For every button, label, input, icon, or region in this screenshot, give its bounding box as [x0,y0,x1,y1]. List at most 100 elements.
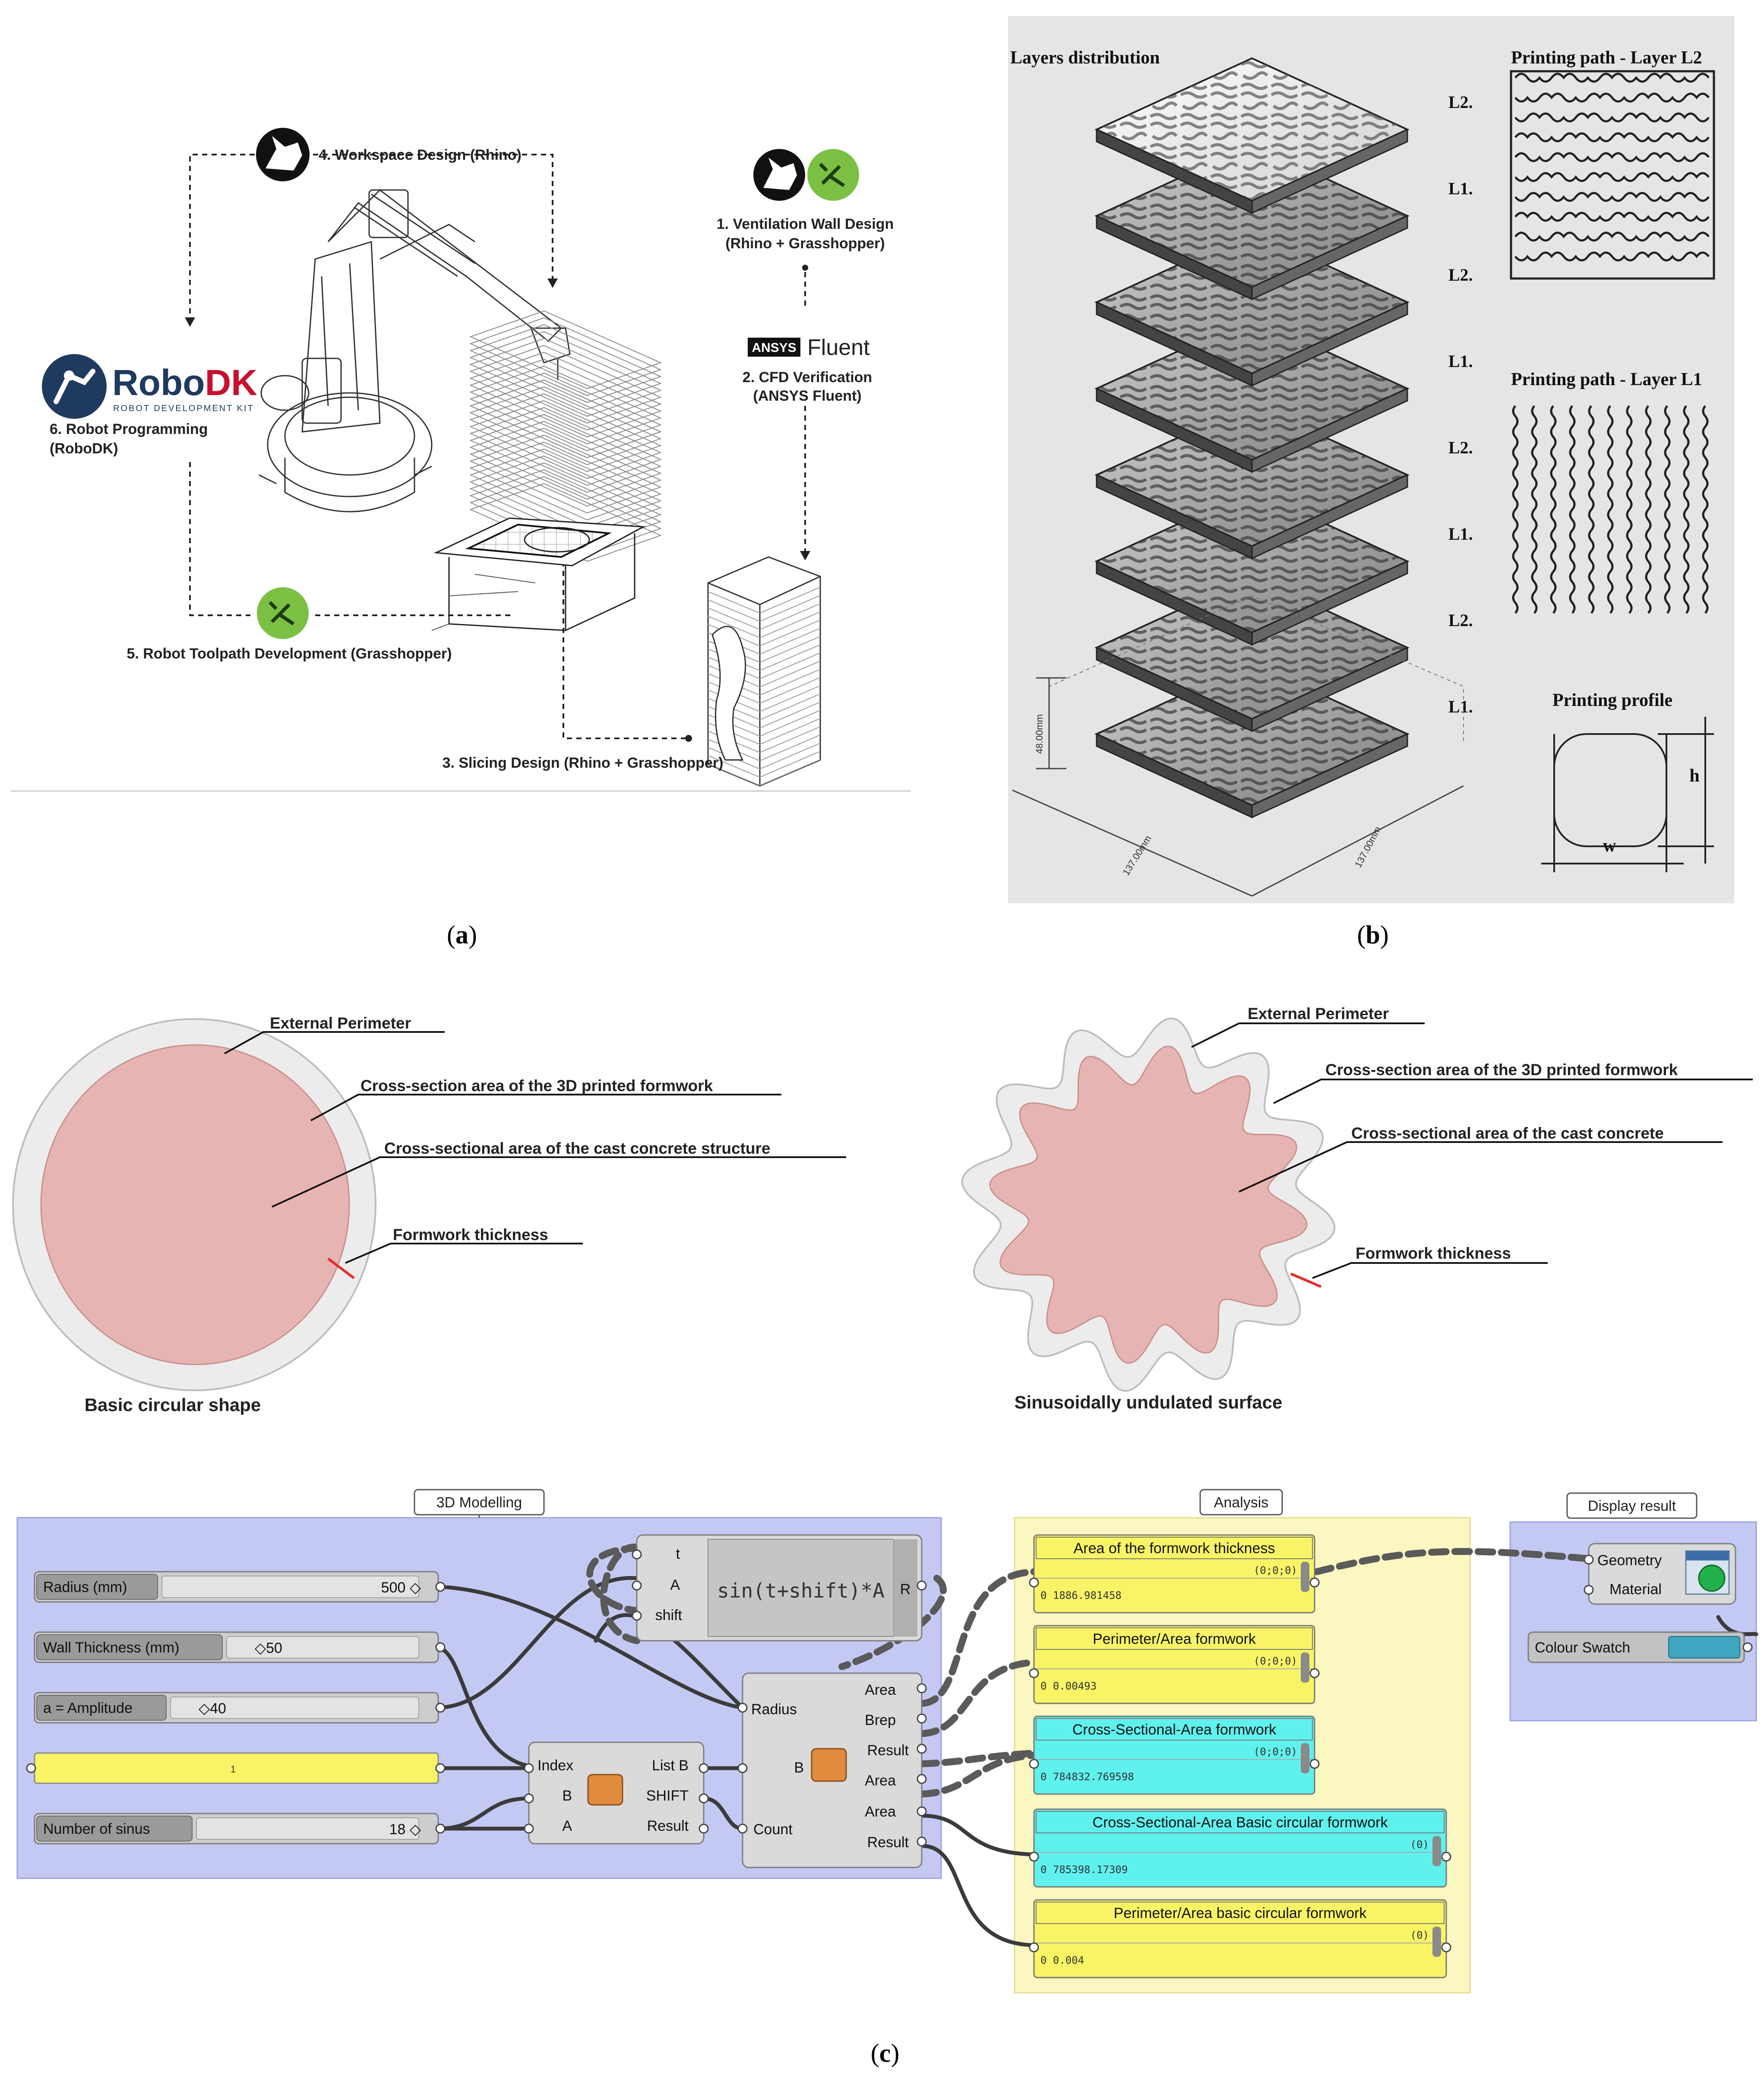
analysis-panel-scrollbar[interactable] [1432,1836,1441,1866]
profile-w: w [1603,836,1616,856]
port[interactable] [917,1806,927,1817]
analysis-panels: Area of the formwork thickness(0;0;0)0 1… [1029,1534,1451,1978]
slice-outline [469,358,662,438]
dim-height: 48.00mm [1034,714,1045,754]
port[interactable] [917,1683,927,1693]
analysis-panel-title: Cross-Sectional-Area Basic circular form… [1093,1814,1388,1831]
component-ports [524,1549,927,1847]
port[interactable] [524,1793,534,1804]
analysis-panel-path: (0;0;0) [1254,1655,1297,1667]
port[interactable] [917,1836,927,1847]
wall-thickness-slider[interactable]: Wall Thickness (mm)◇50 [34,1631,446,1663]
layer-side-right [1251,215,1408,301]
slicing-stack [469,310,662,562]
printing-path-l2 [1510,70,1715,280]
port[interactable] [524,1763,534,1773]
port[interactable] [699,1823,709,1834]
expression-component[interactable]: t A shift sin(t+shift)*A R [636,1534,923,1642]
port[interactable] [737,1703,748,1713]
cluster-output-area-3: Area [865,1804,896,1820]
port[interactable] [917,1774,927,1784]
path-l1-title: Printing path - Layer L1 [1511,370,1702,389]
analysis-panel-value: 0 0.004 [1040,1954,1084,1966]
analysis-panel-path: (0) [1410,1839,1429,1851]
analysis-panel-scrollbar[interactable] [1301,1743,1309,1773]
layer-stack: L1.L2.L1.L2.L1.L2.L1.L2. [1049,57,1473,819]
wall-slice-line [759,644,821,671]
analysis-panel[interactable]: Perimeter/Area formwork(0;0;0)0 0.00493 [1029,1625,1320,1704]
panel-c-grasshopper: 3D Modelling Analysis Display result [16,1489,1758,2067]
panel-a: 4. Workspace Design (Rhino) 1. Ventilati… [11,128,911,949]
layers-title: Layers distribution [1010,48,1160,68]
robodk-tagline: ROBOT DEVELOPMENT KIT [113,404,254,413]
analysis-panel-scrollbar[interactable] [1432,1927,1441,1957]
preview-input-material: Material [1609,1581,1662,1598]
slice-outline [469,414,662,493]
caption-a: (a) [447,921,477,949]
path-l2-border [1510,70,1715,280]
port[interactable] [699,1763,709,1773]
port[interactable] [917,1713,927,1724]
wall-slice-line [759,710,821,737]
custom-preview-component[interactable]: Geometry Material [1584,1543,1736,1605]
analysis-panel-scrollbar[interactable] [1301,1562,1309,1592]
layer-label: L2. [1448,265,1473,285]
colour-swatch-component[interactable]: Colour Swatch [1527,1631,1753,1663]
sinusoid-thickness-label: Formwork thickness [1356,1244,1511,1262]
layer-label: L1. [1448,179,1473,198]
slice-outline [469,351,662,431]
amplitude-slider[interactable]: a = Amplitude◇40 [34,1692,446,1724]
layer-label: L2. [1448,438,1473,457]
layer-side-right [1251,301,1408,387]
slice-outline [469,379,662,459]
fluent-logo-text: Fluent [807,335,870,360]
port[interactable] [917,1744,927,1754]
radius-slider[interactable]: Radius (mm)500 ◇ [34,1571,446,1603]
input-panel[interactable] [34,1752,439,1784]
workflow-connectors [189,154,806,739]
port[interactable] [737,1763,748,1773]
cluster-component[interactable]: Radius B Count Area Brep Result Area Are… [742,1672,923,1868]
ansys-logo [748,338,800,357]
analysis-panel-value: 0 0.00493 [1040,1680,1097,1692]
port[interactable] [699,1793,709,1804]
port[interactable] [737,1823,748,1834]
slicing-label: 3. Slicing Design (Rhino + Grasshopper) [443,755,724,771]
slice-outline [469,400,662,479]
path-l1-segment [1512,405,1519,614]
port[interactable] [917,1580,927,1591]
analysis-panel[interactable]: Cross-Sectional-Area Basic circular form… [1029,1808,1451,1888]
group-title-model: 3D Modelling [436,1494,522,1511]
wall-slice-line [759,620,821,646]
port[interactable] [524,1823,534,1834]
analysis-panel-scrollbar[interactable] [1301,1652,1309,1683]
item-input-a: A [562,1818,572,1834]
wall-slice-line [759,595,821,622]
slice-outline [469,386,662,465]
list-item-component[interactable]: Index B A List B SHIFT Result [528,1741,705,1845]
path-l1-segment [1607,405,1614,614]
wall-slice-line [759,702,821,728]
wall-slice-line [759,603,821,630]
wall-slice-line [759,652,821,679]
port[interactable] [632,1549,642,1560]
slice-outline [469,324,662,403]
analysis-panel-value: 0 784832.769598 [1040,1771,1134,1783]
analysis-panel[interactable]: Perimeter/Area basic circular formwork(0… [1029,1899,1451,1978]
path-l2-segment [1514,92,1710,103]
slice-outline [469,448,662,528]
path-l2-segment [1514,212,1710,222]
circle-title: Basic circular shape [85,1395,261,1415]
rhino-icon [256,128,310,181]
layer-side-right [1251,733,1408,819]
analysis-panel[interactable]: Area of the formwork thickness(0;0;0)0 1… [1029,1534,1320,1614]
sinusoid-concrete-label: Cross-sectional area of the cast concret… [1351,1124,1664,1142]
ventilation-label-1: 1. Ventilation Wall Design [717,216,894,232]
slice-outline [469,345,662,424]
analysis-panel[interactable]: Cross-Sectional-Area formwork(0;0;0)0 78… [1029,1715,1320,1795]
port[interactable] [632,1580,642,1591]
programming-label-1: 6. Robot Programming [50,421,208,437]
port[interactable] [632,1611,642,1621]
print-layer [1094,316,1410,473]
